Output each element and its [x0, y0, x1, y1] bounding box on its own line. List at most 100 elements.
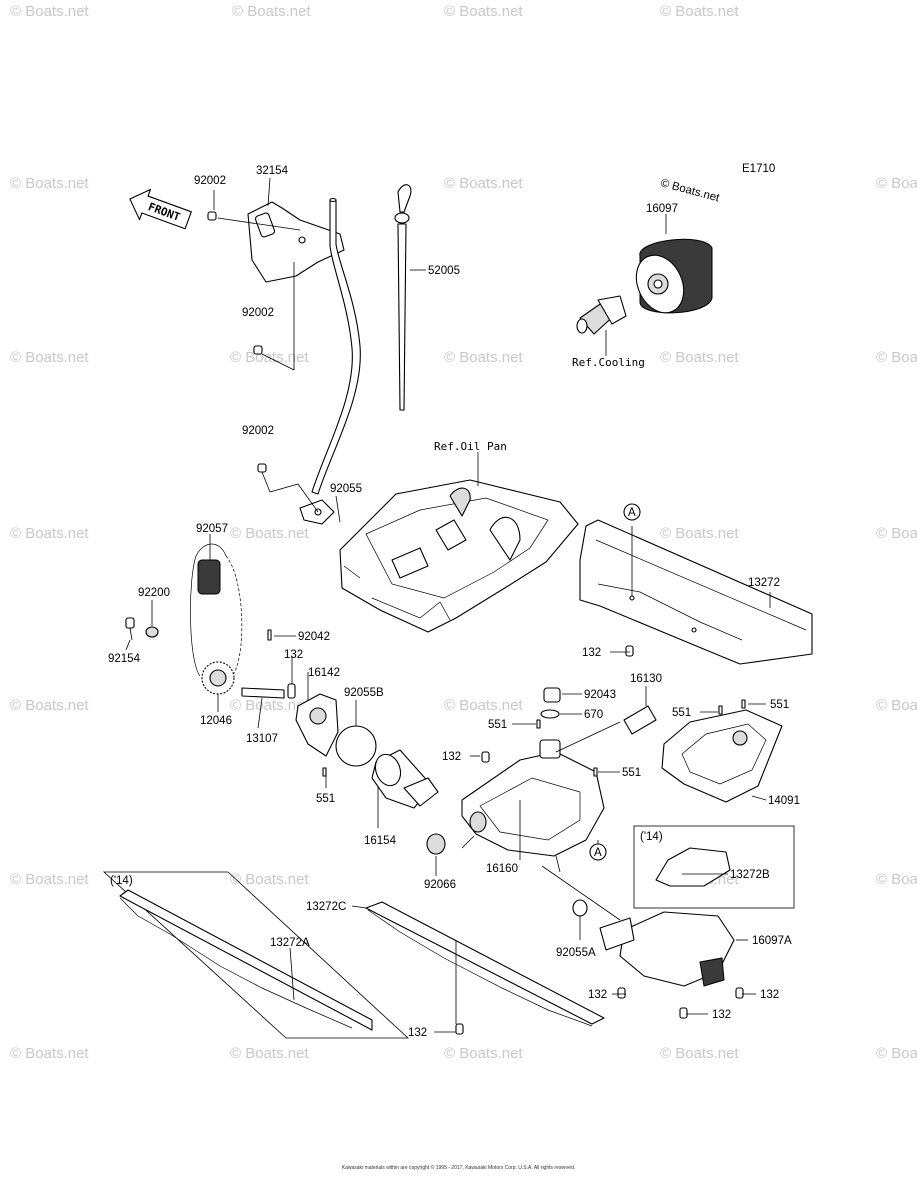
part-label-13107: 13107 — [246, 733, 278, 745]
watermark: © Boats.net — [876, 349, 917, 366]
part-label-92002: 92002 — [194, 175, 226, 187]
watermark: © Boats.net — [876, 871, 917, 888]
watermark: © Boats.net — [876, 525, 917, 542]
callout-a-top: A — [623, 503, 641, 521]
part-label-32154: 32154 — [256, 165, 289, 177]
watermark: © Boats.net — [230, 525, 309, 542]
part-label-13272: 13272 — [748, 577, 780, 589]
part-labels: 32154 92002 92002 92002 52005 16097 9205… — [108, 165, 800, 1039]
o-ring-670 — [540, 709, 560, 719]
part-label-92042: 92042 — [298, 631, 330, 643]
watermark: © Boats.net — [660, 349, 739, 366]
oil-cooler-cover — [572, 899, 735, 987]
o-ring-92055b — [335, 725, 377, 767]
part-label-92200: 92200 — [138, 587, 170, 599]
part-label-92154: 92154 — [108, 653, 141, 665]
part-label-16154: 16154 — [364, 835, 397, 847]
oil-pump-body — [287, 683, 339, 757]
part-label-52005: 52005 — [428, 265, 460, 277]
watermark: © Boats.net — [10, 3, 89, 20]
front-arrow-icon: FRONT — [129, 188, 192, 230]
part-label-132: 132 — [712, 1009, 731, 1021]
part-label-13272a: 13272A — [270, 937, 310, 949]
watermark: © Boats.net — [230, 871, 309, 888]
watermark: © Boats.net — [10, 1045, 89, 1062]
part-label-12046: 12046 — [200, 715, 232, 727]
part-label-551: 551 — [770, 699, 789, 711]
part-label-92043: 92043 — [584, 689, 616, 701]
part-label-92002: 92002 — [242, 307, 274, 319]
bolts — [207, 211, 746, 1035]
part-label-92066: 92066 — [424, 879, 456, 891]
part-label-132: 132 — [760, 989, 779, 1001]
watermark: © Boats.net — [876, 175, 917, 192]
callout-a-top-label: A — [628, 507, 636, 519]
part-label-670: 670 — [584, 709, 603, 721]
watermark: © Boats.net — [230, 697, 309, 714]
part-label-132: 132 — [408, 1027, 427, 1039]
oil-cap-92066 — [426, 833, 446, 855]
part-label-92055: 92055 — [330, 483, 362, 495]
part-label-16097a: 16097A — [752, 935, 792, 947]
part-label-92055b: 92055B — [344, 687, 384, 699]
part-label-551: 551 — [488, 719, 507, 731]
part-label-16097: 16097 — [646, 203, 678, 215]
baffle-13272c — [365, 901, 605, 1027]
part-label-16160: 16160 — [486, 863, 518, 875]
callout-a-bottom-label: A — [594, 847, 602, 859]
part-label-92057: 92057 — [196, 523, 228, 535]
watermark: © Boats.net — [876, 1045, 917, 1062]
part-label-132: 132 — [442, 751, 461, 763]
part-label-14091: 14091 — [768, 795, 800, 807]
watermark: © Boats.net — [10, 175, 89, 192]
dipstick-tube — [299, 197, 361, 525]
watermark: © Boats.net — [444, 1045, 523, 1062]
part-label-132: 132 — [588, 989, 607, 1001]
part-label-92002: 92002 — [242, 425, 274, 437]
oil-jet-92043 — [543, 687, 561, 703]
oil-filter — [635, 238, 713, 314]
copyright-notice: Kawasaki materials within are copyright … — [341, 1165, 576, 1171]
watermark: © Boats.net — [230, 1045, 309, 1062]
part-label-13272c: 13272C — [306, 901, 346, 913]
ref-cooling: Ref.Cooling — [572, 356, 645, 369]
part-label-13272b: 13272B — [730, 869, 770, 881]
part-label-16142: 16142 — [308, 667, 340, 679]
callout-a-bottom: A — [589, 843, 607, 861]
drive-chain — [190, 543, 243, 677]
watermark: © Boats.net — [876, 697, 917, 714]
watermark: © Boats.net — [10, 871, 89, 888]
dipstick — [394, 184, 412, 411]
watermark: © Boats.net — [660, 3, 739, 20]
part-label-132: 132 — [284, 649, 303, 661]
part-label-16130: 16130 — [630, 673, 662, 685]
part-label-551: 551 — [672, 707, 691, 719]
ref-oil-pan: Ref.Oil Pan — [434, 440, 507, 453]
cooling-fitting — [576, 295, 627, 335]
part-label-92055a: 92055A — [556, 947, 596, 959]
oil-pump-housing — [461, 739, 605, 857]
watermark: © Boats.net — [232, 3, 311, 20]
year-tag-right: ('14) — [640, 831, 663, 843]
oil-pressure-switch — [623, 705, 657, 735]
oil-strainer — [371, 749, 439, 809]
watermark: © Boats.net — [10, 349, 89, 366]
watermark: © Boats.net — [660, 525, 739, 542]
watermark: © Boats.net — [444, 697, 523, 714]
part-label-132: 132 — [582, 647, 601, 659]
year-tag-left: ('14) — [110, 875, 133, 887]
oil-pump-sprocket — [201, 661, 235, 695]
oil-pan — [339, 479, 579, 633]
watermark: © Boats.net — [10, 525, 89, 542]
oil-baffle-plate — [579, 519, 813, 665]
leader-lines — [125, 177, 771, 1033]
oil-pan-cover — [661, 709, 783, 803]
copyright-mark: © Boats.net — [659, 177, 721, 204]
watermark: © Boats.net — [10, 697, 89, 714]
inset-box-14-left — [102, 871, 410, 1039]
pump-shaft — [241, 629, 285, 699]
watermark: © Boats.net — [660, 1045, 739, 1062]
part-label-551: 551 — [316, 793, 335, 805]
watermark: © Boats.net — [444, 3, 523, 20]
